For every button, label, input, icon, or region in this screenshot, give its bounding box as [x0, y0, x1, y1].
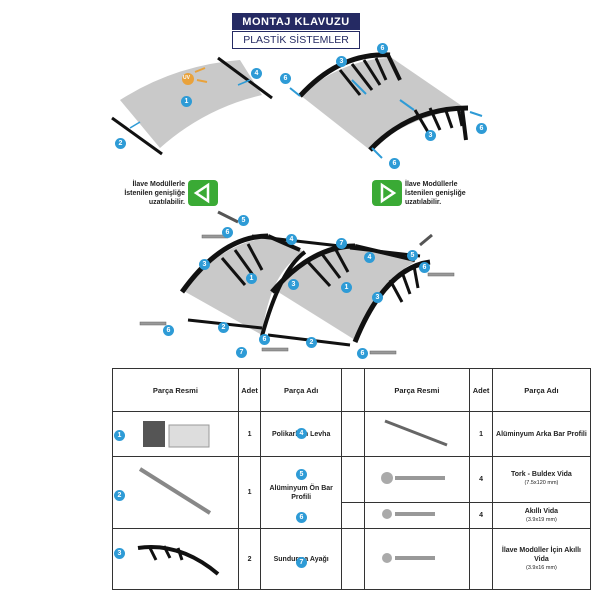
- smart-screw-icon: [381, 509, 435, 520]
- callout-3: 3: [425, 130, 436, 141]
- row-badge-3: 3: [114, 548, 125, 559]
- header-name-left: Parça Adı: [260, 367, 342, 413]
- callout-6: 6: [419, 262, 430, 273]
- part-spec-7: (3.9x16 mm): [525, 564, 557, 571]
- callout-6: 6: [163, 325, 174, 336]
- part-qty-1: 1: [237, 411, 262, 457]
- extend-right-arrow: [372, 180, 402, 206]
- part-qty-4: 1: [469, 411, 493, 457]
- part-qty-6: 4: [469, 502, 493, 530]
- step2-panel: [289, 52, 483, 159]
- part-spec-5: (7.5x120 mm): [524, 480, 559, 487]
- callout-5: 5: [238, 215, 249, 226]
- header-spacer: [340, 367, 365, 413]
- header-image-right: Parça Resmi: [363, 367, 471, 413]
- header-name-right: Parça Adı: [491, 367, 592, 413]
- torx-screw-icon: [380, 471, 445, 484]
- parts-table: Parça Resmi Adet Parça Adı Parça Resmi A…: [112, 367, 592, 590]
- uv-label: UV: [183, 75, 190, 81]
- callout-3: 3: [336, 56, 347, 67]
- row-badge-1: 1: [114, 430, 125, 441]
- header-qty-right: Adet: [469, 367, 493, 413]
- header-image-left: Parça Resmi: [112, 367, 239, 413]
- row-badge-7: 7: [296, 557, 307, 568]
- callout-6: 6: [389, 158, 400, 169]
- part-name-4: Alüminyum Arka Bar Profili: [491, 411, 592, 457]
- uv-icon: [182, 73, 194, 85]
- callout-3: 3: [372, 292, 383, 303]
- part-image-1: [112, 411, 239, 457]
- arrow-right-icon: [380, 182, 397, 204]
- callout-6: 6: [476, 123, 487, 134]
- part-image-3: [112, 528, 239, 590]
- table-row: 4 Akıllı Vida(3.9x19 mm): [113, 502, 592, 530]
- table-row: 2 Sundurma Ayağı İlave Modüller İçin Akı…: [112, 528, 592, 590]
- part-qty-5: 4: [469, 455, 493, 504]
- callout-3: 3: [288, 279, 299, 290]
- callout-6: 6: [357, 348, 368, 359]
- table-row: 1 Polikarbon Levha 1 Alüminyum Arka Bar …: [112, 411, 592, 457]
- bracket-leg-icon: [138, 544, 220, 576]
- row-badge-6: 6: [296, 512, 307, 523]
- part-name-2: Alüminyum Ön Bar Profili: [260, 455, 342, 530]
- callout-6: 6: [377, 43, 388, 54]
- part-name-7: İlave Modüller İçin Akıllı Vida: [501, 546, 581, 563]
- rear-bar-icon: [384, 419, 448, 446]
- row-badge-4: 4: [296, 428, 307, 439]
- callout-6: 6: [222, 227, 233, 238]
- assembly-diagram: [111, 52, 483, 355]
- callout-2: 2: [306, 337, 317, 348]
- callout-4: 4: [286, 234, 297, 245]
- title: MONTAJ KLAVUZU: [232, 13, 360, 30]
- row-badge-2: 2: [114, 490, 125, 501]
- table-header-row: Parça Resmi Adet Parça Adı Parça Resmi A…: [112, 367, 592, 413]
- callout-4: 4: [364, 252, 375, 263]
- callout-3: 3: [199, 259, 210, 270]
- part-qty-3: 2: [237, 528, 262, 590]
- callout-7: 7: [336, 238, 347, 249]
- callout-4: 4: [251, 68, 262, 79]
- callout-1: 1: [181, 96, 192, 107]
- part-name-5: Tork - Buldex Vida: [511, 471, 572, 479]
- subtitle: PLASTİK SİSTEMLER: [232, 31, 360, 49]
- callout-2: 2: [218, 322, 229, 333]
- callout-5: 5: [407, 250, 418, 261]
- part-image-4: [363, 411, 471, 457]
- part-spec-6: (3.9x19 mm): [525, 516, 557, 523]
- title-block: MONTAJ KLAVUZU PLASTİK SİSTEMLER: [232, 13, 360, 49]
- part-image-5: [363, 455, 471, 504]
- callout-1: 1: [341, 282, 352, 293]
- part-image-7: [363, 528, 471, 590]
- polycarbonate-sheet-icon: [143, 420, 210, 448]
- part-qty-7: [469, 528, 493, 590]
- part-name-6: Akıllı Vida: [524, 507, 559, 515]
- row-badge-5: 5: [296, 469, 307, 480]
- front-bar-icon: [139, 467, 212, 515]
- module-screw-icon: [381, 552, 435, 563]
- callout-6: 6: [259, 334, 270, 345]
- callout-2: 2: [115, 138, 126, 149]
- extend-left-arrow: [188, 180, 218, 206]
- part-image-2: [112, 455, 239, 530]
- callout-6: 6: [280, 73, 291, 84]
- callout-7: 7: [236, 347, 247, 358]
- table-row: 1 Alüminyum Ön Bar Profili 4 Tork - Buld…: [112, 455, 592, 530]
- part-qty-2: 1: [237, 455, 262, 530]
- step3-assembly: [139, 210, 455, 355]
- part-image-6: [363, 502, 471, 530]
- step1-panel: [111, 56, 273, 156]
- header-qty-left: Adet: [237, 367, 262, 413]
- arrow-left-icon: [193, 182, 210, 204]
- callout-1: 1: [246, 273, 257, 284]
